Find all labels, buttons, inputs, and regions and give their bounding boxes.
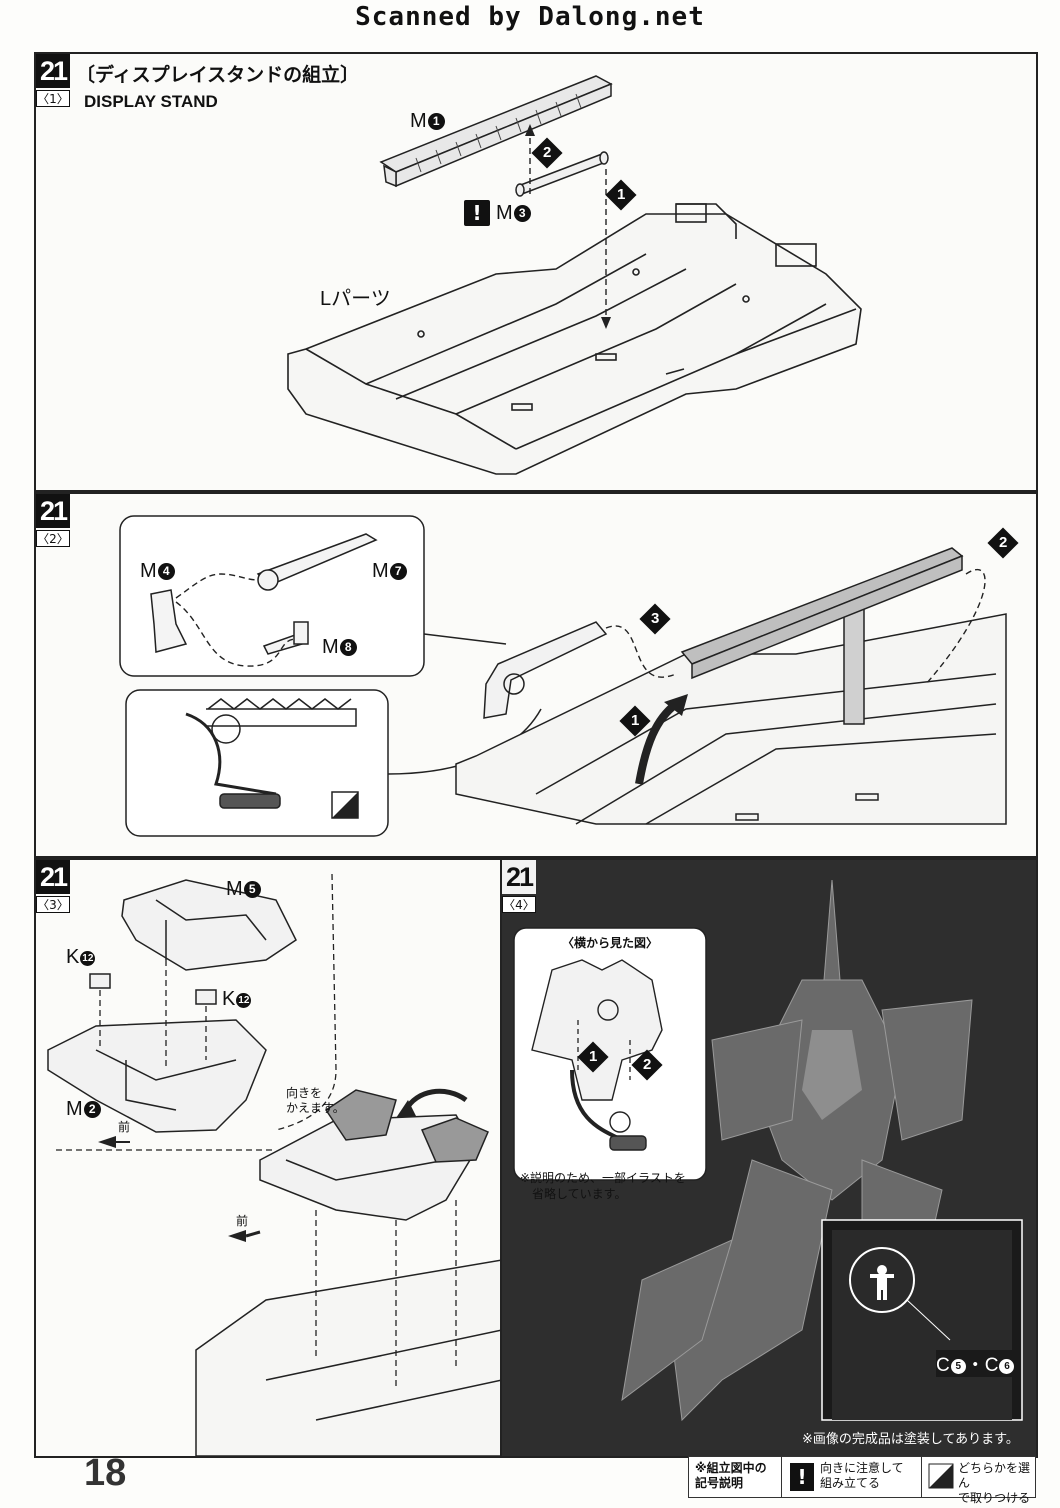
page-number: 18 <box>84 1452 127 1494</box>
panel-step-21-3: 21 〈3〉 <box>34 858 504 1458</box>
legend-choose-item: どちらかを選んで取りつける <box>921 1457 1036 1505</box>
section-title-en: DISPLAY STAND <box>84 92 218 111</box>
sub-step-label: 〈1〉 <box>36 90 70 107</box>
side-view-label: 〈横から見た図〉 <box>562 936 659 950</box>
step-number-badge: 21 <box>36 860 70 894</box>
stand-base-clip-illustration <box>47 873 502 1456</box>
display-stand-base-illustration <box>287 75 862 475</box>
sub-step-label: 〈2〉 <box>36 530 70 547</box>
panel-step-21-1: 21 〈1〉 〔ディスプレイスタンドの組立〕 DISPLAY STAND <box>34 52 1038 492</box>
painted-model-note: ※画像の完成品は塗装してあります。 <box>802 1432 1019 1447</box>
step-number-badge: 21 <box>36 494 70 528</box>
sub-step-label: 〈3〉 <box>36 896 70 913</box>
sub-step-label: 〈4〉 <box>502 896 536 913</box>
turn-note: 向きをかえます。 <box>286 1086 345 1115</box>
front-direction-label: 前 <box>118 1120 131 1134</box>
completed-model-photo <box>513 879 1023 1422</box>
scan-credit: Scanned by Dalong.net <box>355 2 705 32</box>
section-title-jp: 〔ディスプレイスタンドの組立〕 <box>76 64 360 86</box>
step-number-badge: 21 <box>36 54 70 88</box>
front-direction-label: 前 <box>236 1214 249 1228</box>
legend-title: ※組立図中の記号説明 <box>695 1461 767 1490</box>
panel-step-21-4: 21 〈4〉 〈横から見た図〉 <box>500 858 1038 1458</box>
base-part-label: Lパーツ <box>320 288 391 310</box>
step-number-badge: 21 <box>502 860 536 894</box>
omission-note: ※説明のため、一部イラストを省略しています。 <box>520 1171 686 1201</box>
choose-one-icon <box>928 1463 954 1489</box>
legend-caution-item: ! 向きに注意して組み立てる <box>781 1457 912 1497</box>
stand-arm-assembly-illustration <box>119 515 1007 837</box>
caution-icon: ! <box>790 1463 814 1491</box>
panel-step-21-2: 21 〈2〉 <box>34 492 1038 858</box>
symbol-legend: ※組立図中の記号説明 ! 向きに注意して組み立てる どちらかを選んで取りつける <box>688 1456 1036 1505</box>
caution-icon: ! <box>464 200 490 226</box>
